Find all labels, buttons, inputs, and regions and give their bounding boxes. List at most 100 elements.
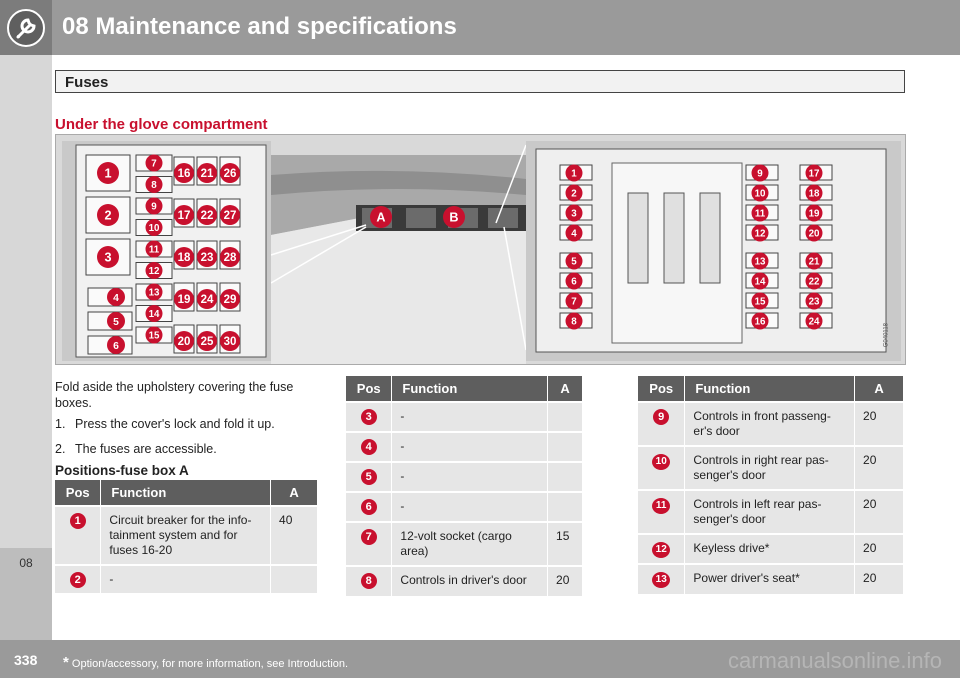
svg-text:9: 9	[151, 202, 157, 213]
svg-text:13: 13	[149, 288, 160, 299]
function-cell: -	[391, 431, 549, 462]
table-row: 3 -	[346, 401, 583, 432]
fuse-label-30: 30	[220, 331, 240, 351]
amp-cell	[547, 401, 583, 432]
svg-text:19: 19	[809, 209, 820, 220]
fuse-label-6: 6	[565, 272, 583, 290]
svg-text:24: 24	[809, 317, 820, 328]
table-row: 9 Controls in front passeng-er's door 20	[638, 401, 904, 446]
fuse-label-16: 16	[751, 312, 769, 330]
table-row: 1 Circuit breaker for the info-tainment …	[55, 505, 318, 565]
intro-text: Fold aside the upholstery covering the f…	[55, 380, 294, 410]
positions-heading: Positions-fuse box A	[55, 463, 189, 478]
table-row: 4 -	[346, 431, 583, 462]
fuse-label-13: 13	[751, 252, 769, 270]
pos-badge: 7	[360, 529, 377, 545]
chapter-title: 08 Maintenance and specifications	[62, 13, 457, 40]
chapter-side-tab	[0, 55, 52, 640]
svg-text:7: 7	[571, 297, 576, 308]
fuse-table-2: Pos Function A 3 - 4 - 5 - 6 - 7 12-volt…	[346, 376, 583, 596]
svg-text:7: 7	[151, 159, 156, 170]
fuse-label-15: 15	[751, 292, 769, 310]
function-cell: Controls in left rear pas-senger's door	[684, 489, 856, 534]
svg-text:A: A	[376, 211, 385, 225]
svg-text:15: 15	[755, 297, 766, 308]
svg-text:27: 27	[224, 210, 237, 222]
function-cell: Circuit breaker for the info-tainment sy…	[100, 505, 272, 565]
svg-text:12: 12	[149, 266, 160, 277]
fuse-label-8: 8	[145, 176, 163, 193]
table-row: 2 -	[55, 564, 318, 593]
fuse-label-2: 2	[565, 184, 583, 202]
function-cell: -	[391, 491, 549, 522]
fuse-label-4: 4	[107, 288, 125, 306]
fuse-label-8: 8	[565, 312, 583, 330]
svg-text:19: 19	[178, 294, 191, 306]
function-cell: Keyless drive*	[684, 533, 856, 564]
amp-cell	[547, 461, 583, 492]
fuse-label-2: 2	[97, 204, 119, 226]
fuse-label-18: 18	[805, 184, 823, 202]
col-header-pos: Pos	[638, 376, 686, 402]
svg-text:18: 18	[809, 189, 820, 200]
amp-cell	[270, 564, 318, 593]
fuse-label-19: 19	[174, 289, 194, 309]
fuse-label-20: 20	[174, 331, 194, 351]
svg-text:2: 2	[104, 209, 111, 223]
fuse-label-22: 22	[805, 272, 823, 290]
fuse-box-b-marker: B	[443, 206, 465, 228]
fuse-label-25: 25	[197, 331, 217, 351]
svg-text:5: 5	[113, 317, 119, 328]
svg-text:23: 23	[809, 297, 820, 308]
page-footer: 338 * Option/accessory, for more informa…	[0, 640, 960, 678]
fuse-label-9: 9	[145, 197, 163, 215]
fuse-table-3: Pos Function A 9 Controls in front passe…	[638, 376, 904, 594]
fuse-label-17: 17	[805, 164, 823, 182]
fuse-label-6: 6	[107, 336, 125, 354]
wrench-icon	[0, 0, 52, 55]
svg-text:17: 17	[178, 210, 191, 222]
svg-text:11: 11	[755, 209, 766, 220]
pos-badge: 2	[69, 572, 86, 588]
svg-text:13: 13	[755, 257, 766, 268]
table-row: 6 -	[346, 491, 583, 522]
fuse-label-5: 5	[107, 312, 125, 330]
svg-text:15: 15	[149, 331, 160, 342]
svg-text:2: 2	[571, 189, 577, 200]
col-header-pos: Pos	[55, 480, 102, 506]
section-title: Fuses	[65, 74, 109, 91]
svg-text:16: 16	[178, 168, 191, 180]
svg-text:17: 17	[809, 169, 820, 180]
pos-badge: 10	[652, 454, 671, 470]
fuse-label-24: 24	[805, 312, 823, 330]
function-cell: Controls in front passeng-er's door	[684, 401, 856, 446]
svg-text:3: 3	[104, 251, 111, 265]
pos-badge: 9	[653, 409, 670, 425]
pos-badge: 1	[69, 513, 86, 529]
svg-text:1: 1	[104, 167, 111, 181]
footer-note-text: Option/accessory, for more information, …	[71, 658, 349, 670]
function-cell: -	[100, 564, 272, 593]
table-row: 7 12-volt socket (cargo area) 15	[346, 521, 583, 566]
figure-id: G040118	[883, 323, 889, 348]
pos-badge: 6	[360, 499, 377, 515]
fuse-label-11: 11	[751, 204, 769, 222]
svg-text:6: 6	[113, 341, 119, 352]
pos-badge: 3	[360, 409, 377, 425]
fuse-label-20: 20	[805, 224, 823, 242]
fuse-label-18: 18	[174, 247, 194, 267]
col-header-function: Function	[684, 376, 856, 402]
svg-text:1: 1	[571, 169, 577, 180]
fuse-label-16: 16	[174, 163, 194, 183]
amp-cell	[547, 491, 583, 522]
function-cell: -	[391, 461, 549, 492]
fuse-table-1: Pos Function A 1 Circuit breaker for the…	[55, 480, 318, 593]
svg-text:21: 21	[201, 168, 214, 180]
step-item: 1. Press the cover's lock and fold it up…	[55, 417, 275, 431]
fuse-label-27: 27	[220, 205, 240, 225]
fuse-label-21: 21	[197, 163, 217, 183]
steps-list: 1. Press the cover's lock and fold it up…	[55, 416, 325, 466]
footer-note: * Option/accessory, for more information…	[63, 654, 348, 671]
svg-text:8: 8	[571, 317, 577, 328]
fuse-label-9: 9	[751, 164, 769, 182]
